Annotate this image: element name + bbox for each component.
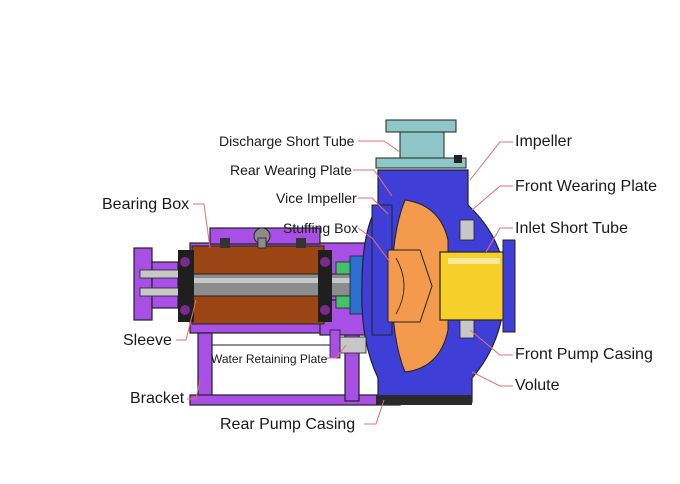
label-impeller: Impeller bbox=[515, 133, 572, 150]
label-rear-pump-casing: Rear Pump Casing bbox=[220, 416, 356, 433]
leader-lines bbox=[176, 140, 513, 425]
label-bearing-box: Bearing Box bbox=[102, 196, 190, 213]
label-volute: Volute bbox=[515, 377, 560, 394]
label-stuffing-box: Stuffing Box bbox=[283, 220, 359, 236]
label-front-pump-casing: Front Pump Casing bbox=[515, 346, 653, 363]
label-bracket: Bracket bbox=[130, 390, 185, 407]
label-sleeve: Sleeve bbox=[123, 332, 172, 349]
bearing-box-shape bbox=[178, 227, 332, 325]
inlet-tube-shape bbox=[439, 239, 516, 333]
water-retaining-plate-shape bbox=[329, 329, 367, 359]
label-rear-wearing-plate: Rear Wearing Plate bbox=[230, 162, 352, 178]
label-water-retaining-plate: Water Retaining Plate bbox=[211, 352, 328, 366]
discharge-tube-shape bbox=[375, 119, 467, 169]
label-vice-impeller: Vice Impeller bbox=[276, 190, 357, 206]
label-discharge-short-tube: Discharge Short Tube bbox=[219, 133, 355, 149]
impeller-shape bbox=[387, 199, 449, 373]
label-front-wearing-plate: Front Wearing Plate bbox=[515, 178, 657, 195]
coupling-flange-shape bbox=[133, 247, 185, 321]
label-inlet-short-tube: Inlet Short Tube bbox=[515, 220, 628, 237]
